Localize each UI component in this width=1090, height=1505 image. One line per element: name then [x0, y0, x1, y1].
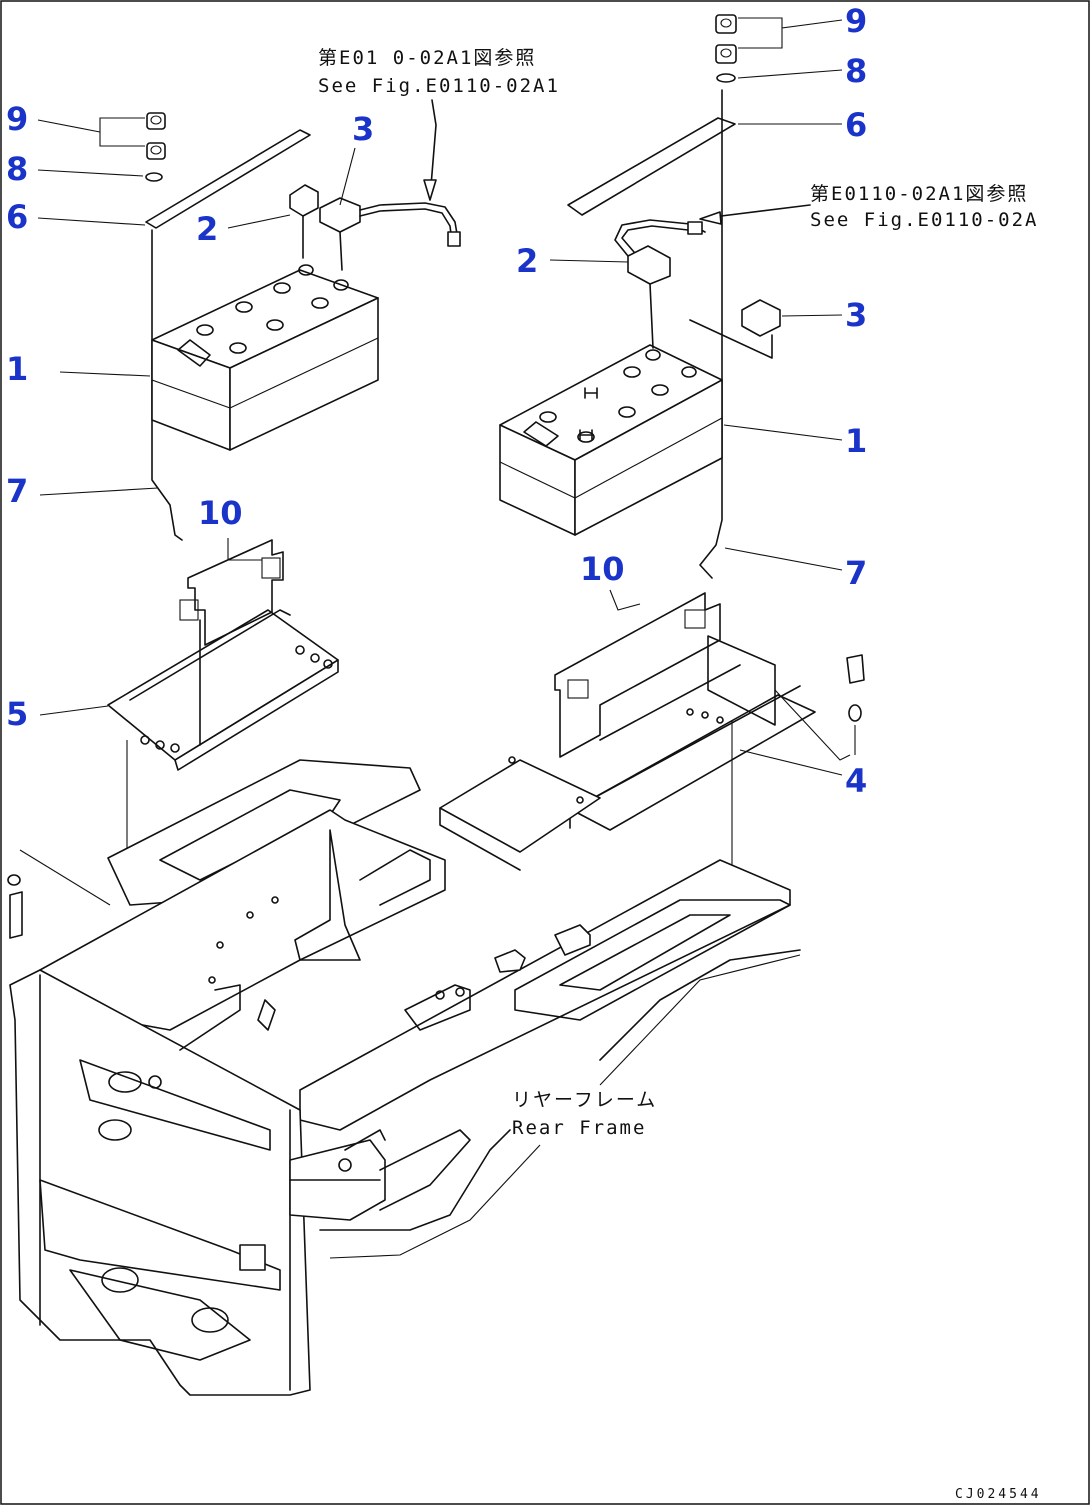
note-right-ref-jp: 第E0110-02A1図参照 — [810, 183, 1028, 205]
left-reference-arrow — [429, 99, 437, 199]
right-insulation-sheet — [554, 592, 721, 758]
left-clamp-bar — [145, 129, 311, 229]
note-right-ref-en: See Fig.E0110-02A — [810, 209, 1038, 231]
right-hook-rod — [699, 89, 723, 579]
reference-notes: 第E01 0-02A1図参照 See Fig.E0110-02A1 第E0110… — [318, 47, 1038, 1139]
callout-left-10: 10 — [198, 494, 243, 532]
right-reference-arrow — [704, 204, 811, 219]
callout-left-5: 5 — [6, 695, 28, 733]
right-terminal-clamp — [614, 219, 706, 349]
callout-left-7: 7 — [6, 472, 28, 510]
callout-right-3: 3 — [845, 296, 867, 334]
left-battery-tray — [107, 609, 339, 771]
left-terminal-cable — [319, 197, 461, 271]
drawing-number: CJ024544 — [955, 1487, 1042, 1502]
left-nut-upper — [146, 112, 166, 130]
left-washer — [145, 172, 163, 182]
callout-left-6: 6 — [6, 198, 28, 236]
callout-right-7: 7 — [845, 554, 867, 592]
note-left-ref-en: See Fig.E0110-02A1 — [318, 75, 560, 97]
right-clamp-bar — [567, 117, 736, 216]
note-left-ref-jp: 第E01 0-02A1図参照 — [318, 47, 536, 69]
leader-lines — [37, 17, 851, 776]
right-nut-upper — [715, 14, 737, 34]
callout-right-2: 2 — [516, 242, 538, 280]
callout-right-6: 6 — [845, 106, 867, 144]
right-battery-tray — [569, 635, 816, 831]
callout-numbers: 9 8 6 2 3 1 7 10 5 9 8 6 2 3 1 7 10 4 — [6, 2, 867, 800]
right-washer — [716, 73, 736, 83]
note-frame-en: Rear Frame — [512, 1117, 646, 1139]
callout-left-3: 3 — [352, 110, 374, 148]
callout-right-1: 1 — [845, 422, 867, 460]
left-frame-bolt — [9, 891, 23, 939]
callout-right-4: 4 — [845, 762, 867, 800]
right-nut-lower — [715, 44, 737, 64]
left-insulation-sheet — [179, 539, 284, 646]
rear-frame — [7, 759, 801, 1396]
right-tray-bracket — [439, 756, 601, 871]
callout-right-8: 8 — [845, 52, 867, 90]
right-battery-assembly — [439, 14, 865, 915]
left-battery — [151, 264, 379, 451]
callout-right-10: 10 — [580, 550, 625, 588]
right-terminal-cable — [689, 299, 781, 359]
right-battery — [499, 344, 723, 536]
callout-left-9: 9 — [6, 100, 28, 138]
left-nut-lower — [146, 142, 166, 160]
callout-right-9: 9 — [845, 2, 867, 40]
right-mounting-bolt — [846, 654, 865, 755]
callout-left-2: 2 — [196, 210, 218, 248]
callout-left-1: 1 — [6, 350, 28, 388]
left-battery-assembly — [107, 99, 461, 850]
left-terminal-clamp — [289, 184, 319, 259]
callout-left-8: 8 — [6, 150, 28, 188]
note-frame-jp: リヤーフレーム — [512, 1089, 657, 1111]
